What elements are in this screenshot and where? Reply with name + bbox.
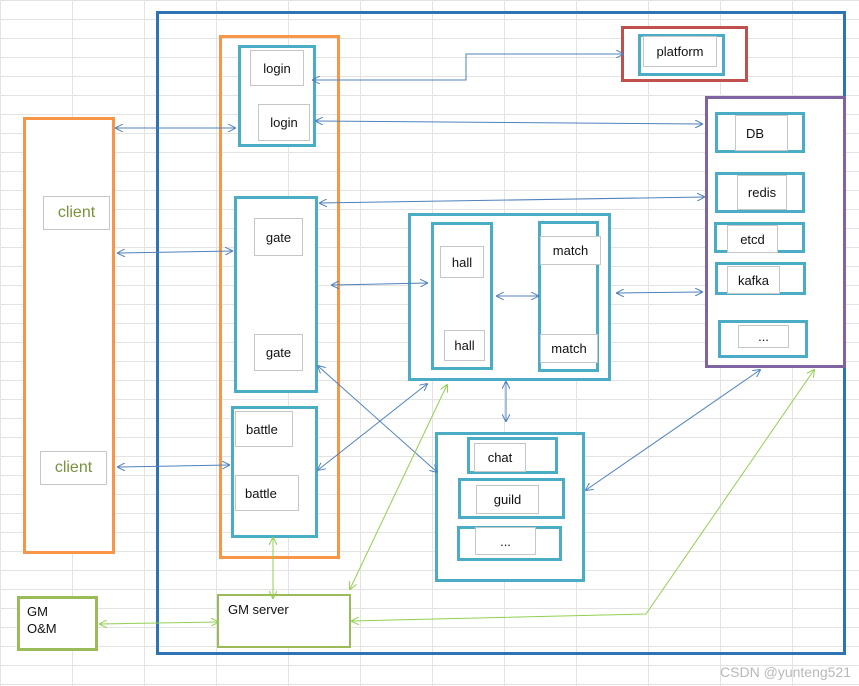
- link-login-db: [316, 121, 702, 124]
- gate-node-1[interactable]: gate: [254, 218, 303, 256]
- gm-server-node[interactable]: [217, 594, 351, 648]
- hall-node-2[interactable]: hall: [444, 330, 485, 361]
- link-client-gate: [118, 251, 232, 253]
- client-node-2[interactable]: client: [40, 451, 107, 485]
- watermark: CSDN @yunteng521: [720, 664, 851, 680]
- storage-more-node[interactable]: ...: [738, 325, 789, 348]
- client-node-1[interactable]: client: [43, 196, 110, 230]
- link-client-battle: [118, 465, 229, 467]
- battle-node-1[interactable]: battle: [235, 411, 293, 447]
- gate-node-2[interactable]: gate: [254, 334, 303, 371]
- gm-om-label: GM O&M: [27, 604, 57, 636]
- gm-om-node[interactable]: [17, 596, 98, 651]
- redis-node[interactable]: redis: [737, 175, 787, 210]
- login-node-1[interactable]: login: [250, 50, 304, 86]
- kafka-node[interactable]: kafka: [727, 266, 780, 294]
- link-logic-storage: [617, 292, 702, 293]
- login-node-2[interactable]: login: [258, 104, 310, 141]
- gm-server-label: GM server: [228, 602, 289, 617]
- battle-node-2[interactable]: battle: [235, 475, 299, 511]
- access-layer-group: [219, 35, 340, 559]
- link-gate-db: [320, 197, 704, 203]
- link-battle-hall: [318, 384, 427, 470]
- link-gate-logic: [332, 283, 427, 285]
- hall-node-1[interactable]: hall: [440, 246, 484, 278]
- link-gm-logic: [350, 385, 447, 589]
- link-gm-storage: [352, 370, 814, 621]
- link-gm-om-server: [100, 622, 218, 624]
- link-login-platform: [313, 54, 623, 80]
- link-social-storage: [586, 370, 760, 490]
- etcd-node[interactable]: etcd: [727, 225, 778, 253]
- match-node-1[interactable]: match: [540, 236, 601, 265]
- match-node-2[interactable]: match: [540, 334, 598, 363]
- db-node[interactable]: DB: [735, 115, 788, 151]
- platform-node[interactable]: platform: [643, 36, 717, 67]
